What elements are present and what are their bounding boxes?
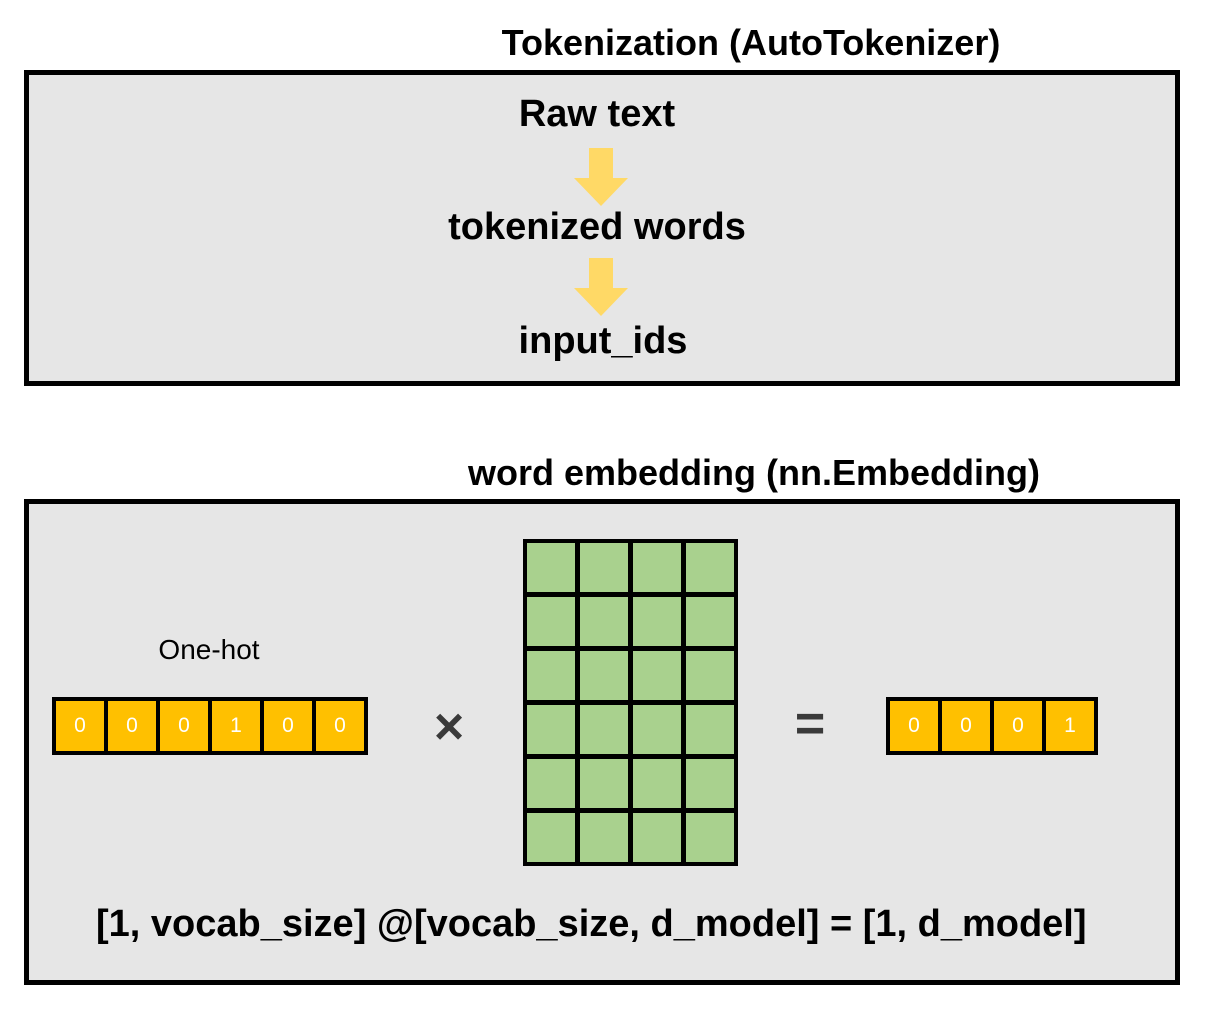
shape-formula: [1, vocab_size] @[vocab_size, d_model] =… <box>96 903 1087 945</box>
one-hot-cell: 0 <box>160 701 208 751</box>
matrix-cell <box>527 543 575 592</box>
raw-text-step: Raw text <box>518 93 676 135</box>
matrix-cell <box>527 813 575 862</box>
embedding-title: word embedding (nn.Embedding) <box>468 452 1040 493</box>
one-hot-cell: 1 <box>212 701 260 751</box>
tokenized-words-step: tokenized words <box>448 206 746 248</box>
matrix-cell <box>580 759 628 808</box>
matrix-cell <box>633 543 681 592</box>
matrix-cell <box>580 813 628 862</box>
matrix-cell <box>580 597 628 646</box>
multiply-icon: × <box>433 698 465 756</box>
result-vector: 0 0 0 1 <box>886 697 1098 755</box>
matrix-cell <box>580 705 628 754</box>
matrix-cell <box>686 705 734 754</box>
one-hot-vector: 0 0 0 1 0 0 <box>52 697 368 755</box>
matrix-cell <box>633 759 681 808</box>
matrix-cell <box>527 651 575 700</box>
matrix-cell <box>686 759 734 808</box>
one-hot-label: One-hot <box>158 634 260 665</box>
matrix-cell <box>686 651 734 700</box>
tokenization-title: Tokenization (AutoTokenizer) <box>501 22 1001 63</box>
one-hot-cell: 0 <box>316 701 364 751</box>
one-hot-cell: 0 <box>56 701 104 751</box>
matrix-cell <box>633 813 681 862</box>
matrix-cell <box>686 597 734 646</box>
matrix-cell <box>527 759 575 808</box>
matrix-cell <box>633 705 681 754</box>
matrix-cell <box>527 597 575 646</box>
matrix-cell <box>633 651 681 700</box>
down-arrow-icon <box>574 148 628 206</box>
matrix-cell <box>580 543 628 592</box>
matrix-cell <box>686 543 734 592</box>
result-cell: 0 <box>890 701 938 751</box>
result-cell: 0 <box>942 701 990 751</box>
one-hot-cell: 0 <box>108 701 156 751</box>
matrix-cell <box>580 651 628 700</box>
one-hot-cell: 0 <box>264 701 312 751</box>
input-ids-step: input_ids <box>518 320 688 362</box>
equals-icon: = <box>794 695 826 753</box>
matrix-cell <box>527 705 575 754</box>
matrix-cell <box>686 813 734 862</box>
embedding-matrix <box>523 539 738 866</box>
down-arrow-icon <box>574 258 628 316</box>
tokenization-panel <box>24 70 1180 386</box>
result-cell: 1 <box>1046 701 1094 751</box>
result-cell: 0 <box>994 701 1042 751</box>
matrix-cell <box>633 597 681 646</box>
